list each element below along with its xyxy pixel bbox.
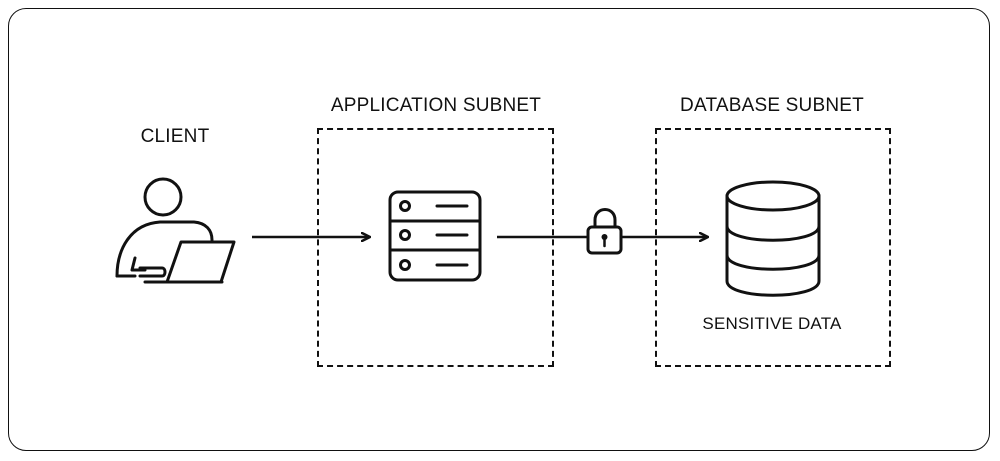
application-subnet-boundary <box>317 128 554 367</box>
diagram-frame <box>8 8 990 451</box>
database-icon <box>725 180 821 297</box>
application-subnet-label: APPLICATION SUBNET <box>330 95 542 116</box>
database-subnet-boundary <box>655 128 891 367</box>
user-laptop-icon <box>115 177 236 284</box>
padlock-icon <box>586 208 623 255</box>
server-rack-icon <box>388 190 482 282</box>
client-label: CLIENT <box>140 126 210 147</box>
database-subnet-label: DATABASE SUBNET <box>680 95 864 116</box>
sensitive-data-label: SENSITIVE DATA <box>702 314 842 333</box>
